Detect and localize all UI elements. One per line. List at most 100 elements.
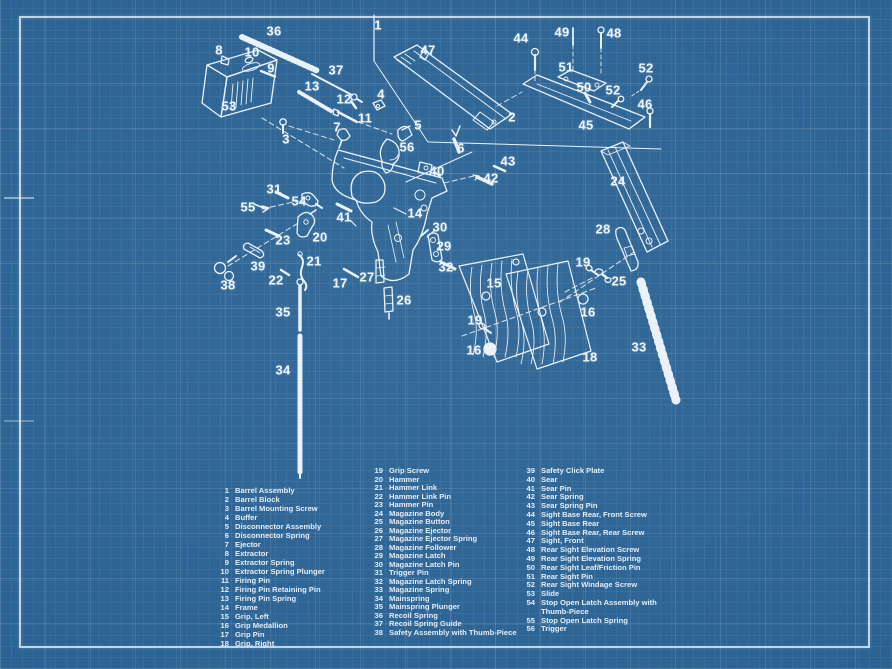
parts-list-row: 2Barrel Block	[214, 495, 325, 504]
part-callout-39: 39	[250, 259, 265, 274]
part-name: Barrel Mounting Screw	[235, 504, 318, 513]
part-number: 36	[368, 611, 383, 621]
part-number: 41	[520, 484, 535, 494]
part-callout-9: 9	[267, 61, 275, 76]
part-callout-18: 18	[582, 350, 597, 365]
part-name: Trigger Pin	[389, 568, 429, 578]
part-callout-27: 27	[359, 270, 374, 285]
part-callout-4: 4	[377, 87, 385, 102]
part-number: 39	[520, 466, 535, 476]
part-callout-52: 52	[638, 61, 653, 76]
parts-list-row: 10Extractor Spring Plunger	[214, 567, 325, 576]
parts-list-row: 43Sear Spring Pin	[520, 501, 669, 511]
parts-list-row: 31Trigger Pin	[368, 568, 517, 578]
parts-list-row: 15Grip, Left	[214, 612, 325, 621]
part-number: 30	[368, 560, 383, 570]
parts-list-row: 44Sight Base Rear, Front Screw	[520, 510, 669, 520]
parts-list-row: 51Rear Sight Pin	[520, 572, 669, 582]
part-callout-13: 13	[304, 79, 319, 94]
part-number: 47	[520, 537, 535, 546]
part-number: 51	[520, 572, 535, 582]
part-name: Firing Pin Retaining Pin	[235, 585, 321, 594]
parts-list-row: 24Magazine Body	[368, 509, 517, 519]
parts-list-row: 6Disconnector Spring	[214, 531, 325, 540]
part-name: Hammer Pin	[389, 500, 433, 510]
parts-list-row: 35 Mainspring Plunger	[368, 602, 517, 612]
part-callout-6: 6	[457, 141, 465, 156]
part-number: 50	[520, 563, 535, 573]
part-number: 5	[214, 522, 229, 531]
part-name: Sear Spring	[541, 493, 669, 502]
parts-list-row: 55Stop Open Latch Spring	[520, 616, 669, 626]
part-number: 14	[214, 603, 229, 612]
parts-list-row: 53Slide	[520, 589, 669, 599]
part-number: 21	[368, 483, 383, 493]
part-name: Grip Medallion	[235, 621, 288, 630]
part-name: Hammer	[389, 475, 419, 485]
part-number: 49	[520, 554, 535, 564]
part-name: Rear Sight Windage Screw	[541, 581, 669, 590]
part-callout-50: 50	[576, 80, 591, 95]
magazine-art	[600, 141, 681, 405]
part-callout-38: 38	[220, 278, 235, 293]
part-callout-26: 26	[396, 293, 411, 308]
part-name: Sight, Front	[541, 537, 669, 546]
part-number: 29	[368, 551, 383, 561]
part-name: Magazine Follower	[389, 543, 457, 553]
part-number: 8	[214, 549, 229, 558]
part-callout-35: 35	[275, 305, 290, 320]
parts-list-row: 26Magazine Ejector	[368, 526, 517, 536]
parts-list-row: 49Rear Sight Elevation Spring	[520, 554, 669, 564]
part-callout-46: 46	[637, 97, 652, 112]
part-number: 9	[214, 558, 229, 567]
part-name: Disconnector Assembly	[235, 522, 321, 531]
parts-list-row: 39 Safety Click Plate	[520, 466, 669, 476]
parts-list-row: 30Magazine Latch Pin	[368, 560, 517, 570]
barrel-art	[393, 44, 513, 131]
part-number: 35	[368, 602, 383, 612]
part-name: Mainspring	[389, 594, 430, 604]
part-name: Frame	[235, 603, 258, 612]
frame-tick-mark	[4, 420, 34, 422]
part-number: 24	[368, 509, 383, 519]
parts-list-row: 45Sight Base Rear	[520, 519, 669, 529]
part-callout-17: 17	[332, 276, 347, 291]
part-name: Extractor Spring	[235, 558, 295, 567]
parts-list-row: 21Hammer Link	[368, 483, 517, 493]
part-name: Stop Open Latch Spring	[541, 616, 669, 626]
part-name: Magazine Spring	[389, 585, 449, 595]
part-name: Safety Click Plate	[541, 466, 669, 476]
part-name: Slide	[541, 589, 669, 599]
parts-list-row: 16Grip Medallion	[214, 621, 325, 630]
part-callout-32: 32	[438, 260, 453, 275]
part-callout-51: 51	[558, 60, 573, 75]
parts-list-row: 22Hammer Link Pin	[368, 492, 517, 502]
part-callout-10: 10	[244, 45, 259, 60]
part-callout-43: 43	[500, 154, 515, 169]
part-name: Disconnector Spring	[235, 531, 310, 540]
part-name: Mainspring Plunger	[389, 602, 460, 612]
part-number: 46	[520, 528, 535, 538]
part-name: Sight Base Rear, Rear Screw	[541, 528, 669, 538]
part-callout-11: 11	[358, 111, 372, 126]
part-callout-34: 34	[275, 363, 290, 378]
parts-list-row: 42Sear Spring	[520, 493, 669, 502]
part-callout-36: 36	[266, 24, 281, 39]
part-callout-19: 19	[575, 255, 590, 270]
part-name: Magazine Ejector Spring	[389, 534, 477, 544]
parts-list-row: 20Hammer	[368, 475, 517, 485]
part-callout-42: 42	[483, 171, 498, 186]
parts-list-row: 14 Frame	[214, 603, 325, 612]
slide-art	[201, 49, 278, 118]
part-name: Magazine Button	[389, 517, 450, 527]
part-callout-55: 55	[240, 200, 255, 215]
parts-list-row: 47 Sight, Front	[520, 537, 669, 546]
part-name: Sight Base Rear	[541, 519, 669, 529]
part-callout-54: 54	[291, 194, 306, 209]
part-number: 26	[368, 526, 383, 536]
part-callout-5: 5	[414, 118, 422, 133]
part-number: 19	[368, 466, 383, 476]
